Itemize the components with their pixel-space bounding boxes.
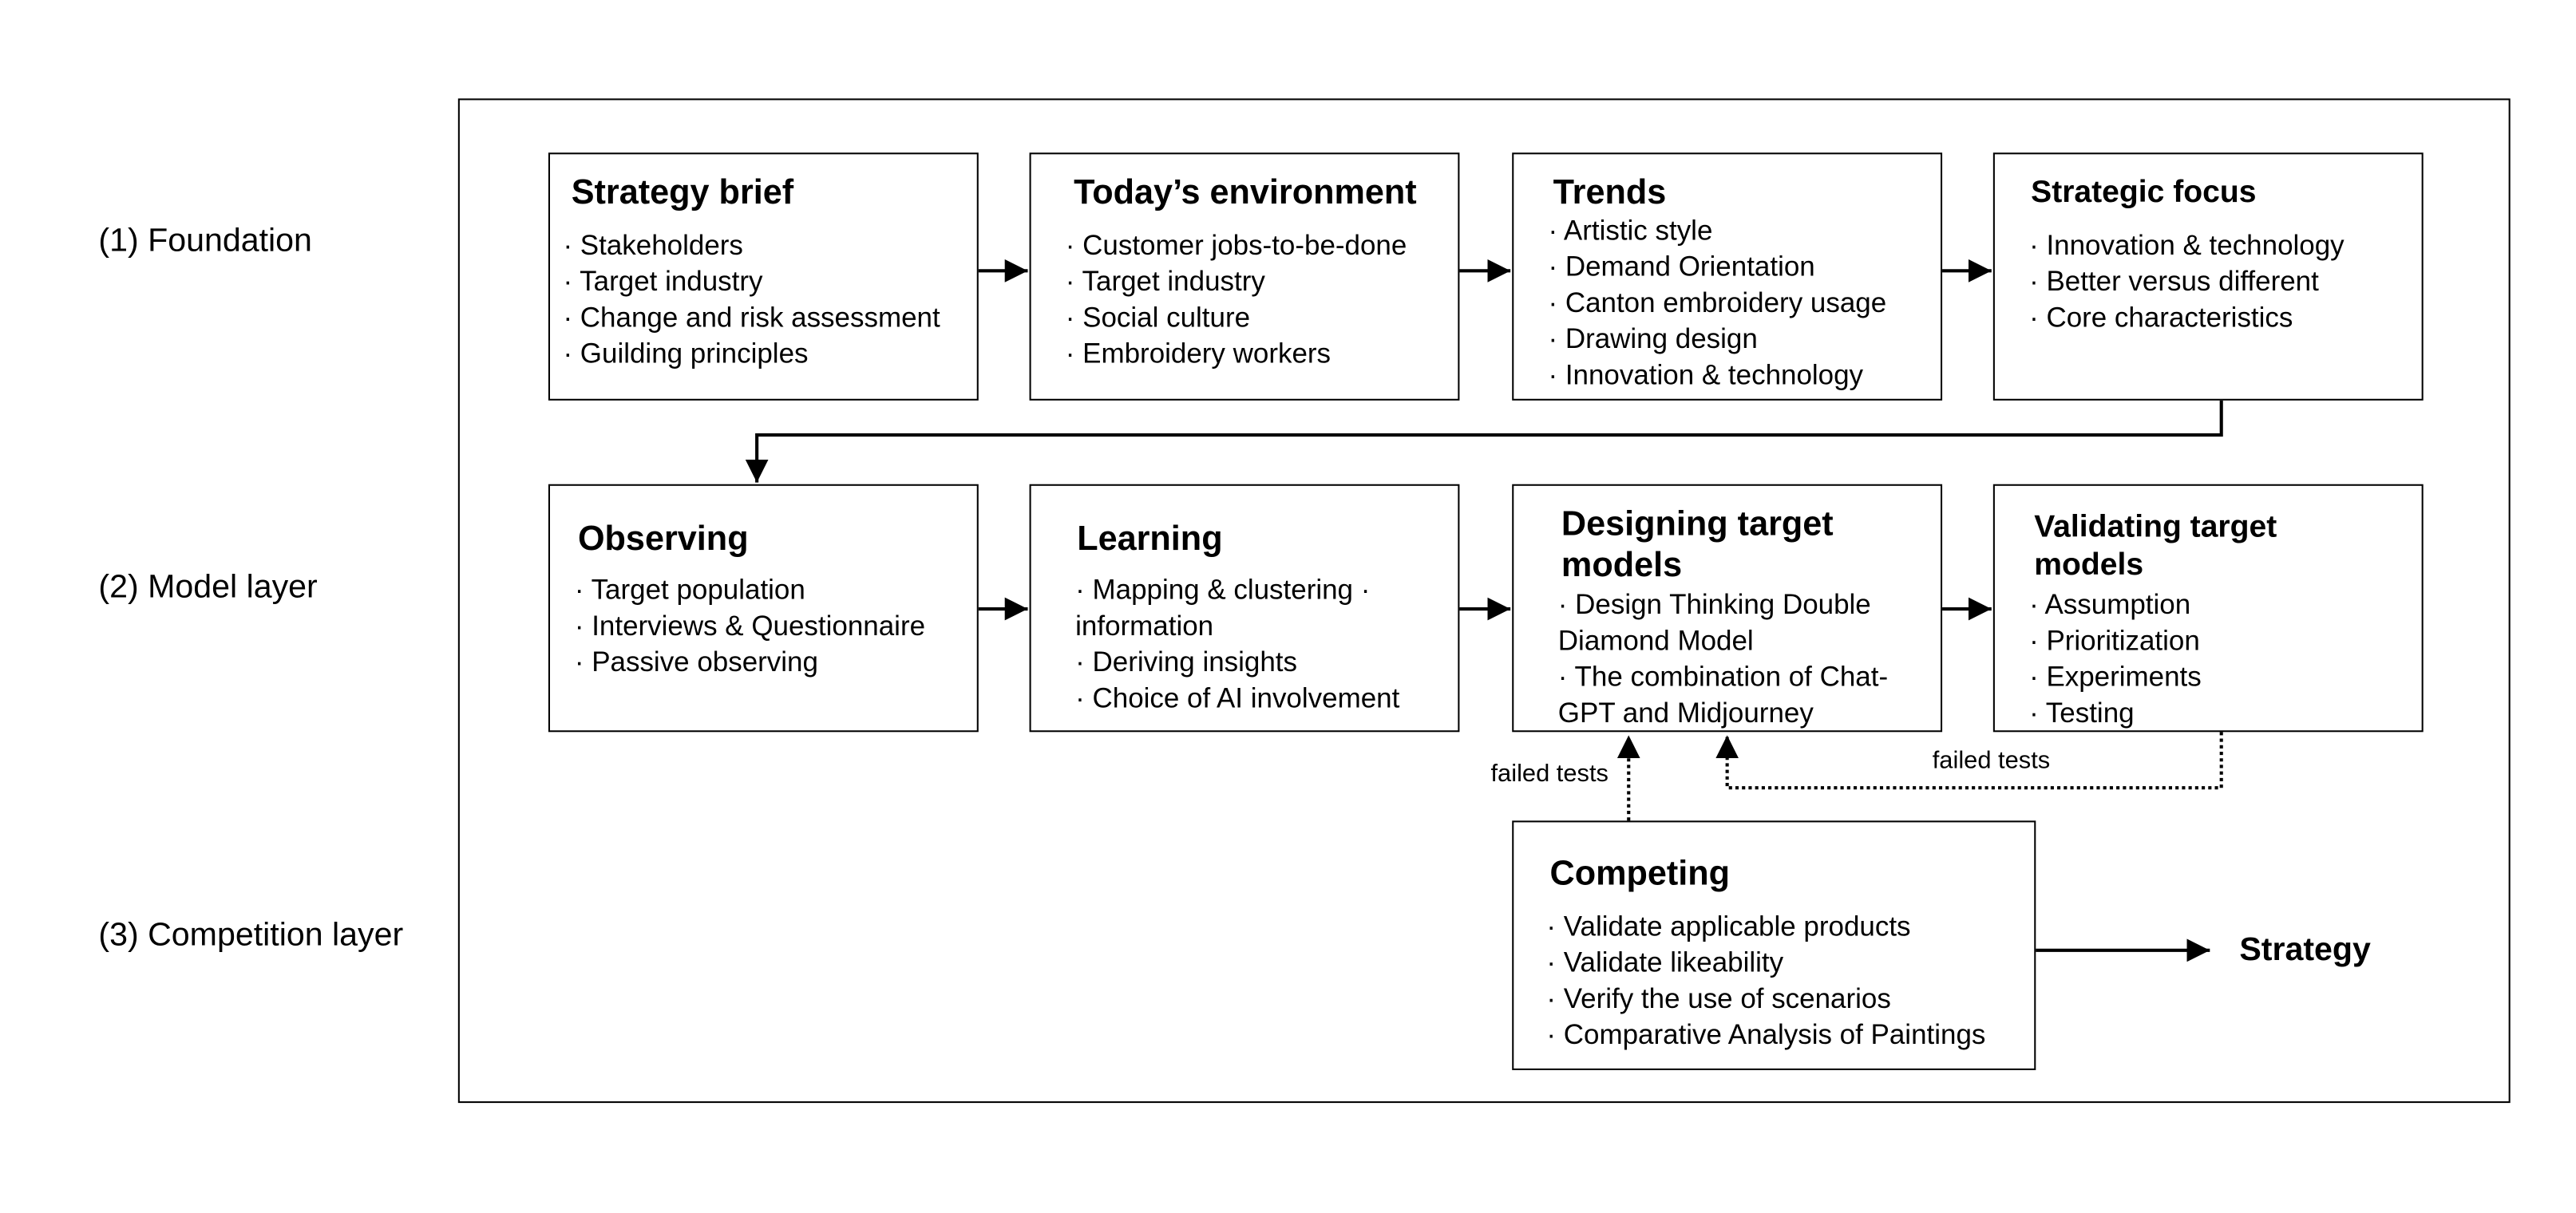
box-item-list: · Innovation & technology · Better versu… xyxy=(2029,228,2345,337)
box-title-line: Designing target xyxy=(1561,505,1834,543)
dotted-arrow-validating-to-designing xyxy=(1715,732,2223,790)
list-item: · Verify the use of scenarios xyxy=(1546,982,1891,1015)
box-title: Strategy brief xyxy=(571,174,794,212)
box-title: Strategic focus xyxy=(2031,176,2257,211)
list-item: · Customer jobs-to-be-done xyxy=(1065,229,1407,262)
box-strategic-focus: Strategic focus · Innovation & technolog… xyxy=(1992,152,2424,401)
box-item-list: · Stakeholders · Target industry · Chang… xyxy=(563,228,940,373)
outer-frame xyxy=(457,98,2511,1104)
list-item: · Target industry xyxy=(1065,266,1265,298)
box-title-line: models xyxy=(1561,546,1683,585)
list-item: · Design Thinking Double Diamond Model xyxy=(1557,589,1871,657)
list-item: · Guilding principles xyxy=(563,338,809,369)
box-observing: Observing · Target population · Intervie… xyxy=(548,484,979,733)
box-title: Validating target models xyxy=(2034,509,2277,585)
list-item: · Target industry xyxy=(563,266,763,298)
layer-label-foundation: (1) Foundation xyxy=(98,223,312,259)
list-item: · Passive observing xyxy=(574,646,818,678)
box-title: Competing xyxy=(1549,855,1731,893)
list-item: · Prioritization xyxy=(2029,625,2200,657)
box-item-list: · Mapping & clustering · information · D… xyxy=(1075,573,1446,717)
list-item: · Drawing design xyxy=(1548,323,1758,355)
box-title: Designing target models xyxy=(1561,504,1834,586)
list-item: · Testing xyxy=(2029,697,2135,729)
box-item-list: · Design Thinking Double Diamond Model ·… xyxy=(1558,587,1936,732)
list-item: · Demand Orientation xyxy=(1548,251,1815,283)
list-item: · Comparative Analysis of Paintings xyxy=(1546,1019,1986,1051)
box-validating-target-models: Validating target models · Assumption · … xyxy=(1992,484,2424,733)
box-item-list: · Target population · Interviews & Quest… xyxy=(575,573,925,682)
box-title: Learning xyxy=(1077,520,1223,559)
box-learning: Learning · Mapping & clustering · inform… xyxy=(1029,484,1460,733)
list-item: · Assumption xyxy=(2029,589,2191,621)
box-competing: Competing · Validate applicable products… xyxy=(1512,820,2036,1070)
box-item-list: · Artistic style · Demand Orientation · … xyxy=(1548,213,1886,393)
list-item: · Deriving insights xyxy=(1075,646,1298,678)
layer-label-competition: (3) Competition layer xyxy=(98,917,404,954)
list-item: · Validate applicable products xyxy=(1546,911,1911,942)
list-item: · Target population xyxy=(574,574,805,606)
list-item: · Innovation & technology xyxy=(1548,359,1864,391)
list-item: · Embroidery workers xyxy=(1065,338,1332,369)
layer-label-model: (2) Model layer xyxy=(98,569,318,606)
box-trends: Trends · Artistic style · Demand Orienta… xyxy=(1512,152,1943,401)
list-item: · Core characteristics xyxy=(2029,302,2293,334)
list-item: · Better versus different xyxy=(2029,266,2319,298)
list-item: · Experiments xyxy=(2029,661,2202,693)
box-title-line: Validating target xyxy=(2034,510,2277,545)
list-item: · The combination of Chat-GPT and Midjou… xyxy=(1557,661,1889,729)
box-item-list: · Assumption · Prioritization · Experime… xyxy=(2029,587,2202,732)
list-item: · Artistic style xyxy=(1548,215,1713,247)
box-title: Observing xyxy=(577,520,749,559)
box-title: Trends xyxy=(1553,174,1667,212)
list-item: · Mapping & clustering · information xyxy=(1075,574,1371,642)
list-item: · Innovation & technology xyxy=(2029,229,2345,262)
list-item: · Interviews & Questionnaire xyxy=(574,610,926,642)
arrow-strategic-focus-to-observing xyxy=(745,400,2223,483)
box-title-line: models xyxy=(2034,547,2144,583)
box-item-list: · Validate applicable products · Validat… xyxy=(1546,909,1985,1053)
list-item: · Canton embroidery usage xyxy=(1548,286,1887,318)
box-item-list: · Customer jobs-to-be-done · Target indu… xyxy=(1066,228,1407,373)
box-designing-target-models: Designing target models · Design Thinkin… xyxy=(1512,484,1943,733)
strategy-output-label: Strategy xyxy=(2239,932,2371,969)
box-strategy-brief: Strategy brief · Stakeholders · Target i… xyxy=(548,152,979,401)
list-item: · Stakeholders xyxy=(563,229,743,262)
list-item: · Validate likeability xyxy=(1546,946,1784,978)
list-item: · Change and risk assessment xyxy=(563,302,940,334)
list-item: · Choice of AI involvement xyxy=(1075,682,1400,714)
failed-tests-label-right: failed tests xyxy=(1932,746,2051,775)
box-todays-environment: Today’s environment · Customer jobs-to-b… xyxy=(1029,152,1460,401)
box-title: Today’s environment xyxy=(1074,174,1417,212)
list-item: · Social culture xyxy=(1065,302,1251,334)
failed-tests-label-left: failed tests xyxy=(1490,760,1609,788)
